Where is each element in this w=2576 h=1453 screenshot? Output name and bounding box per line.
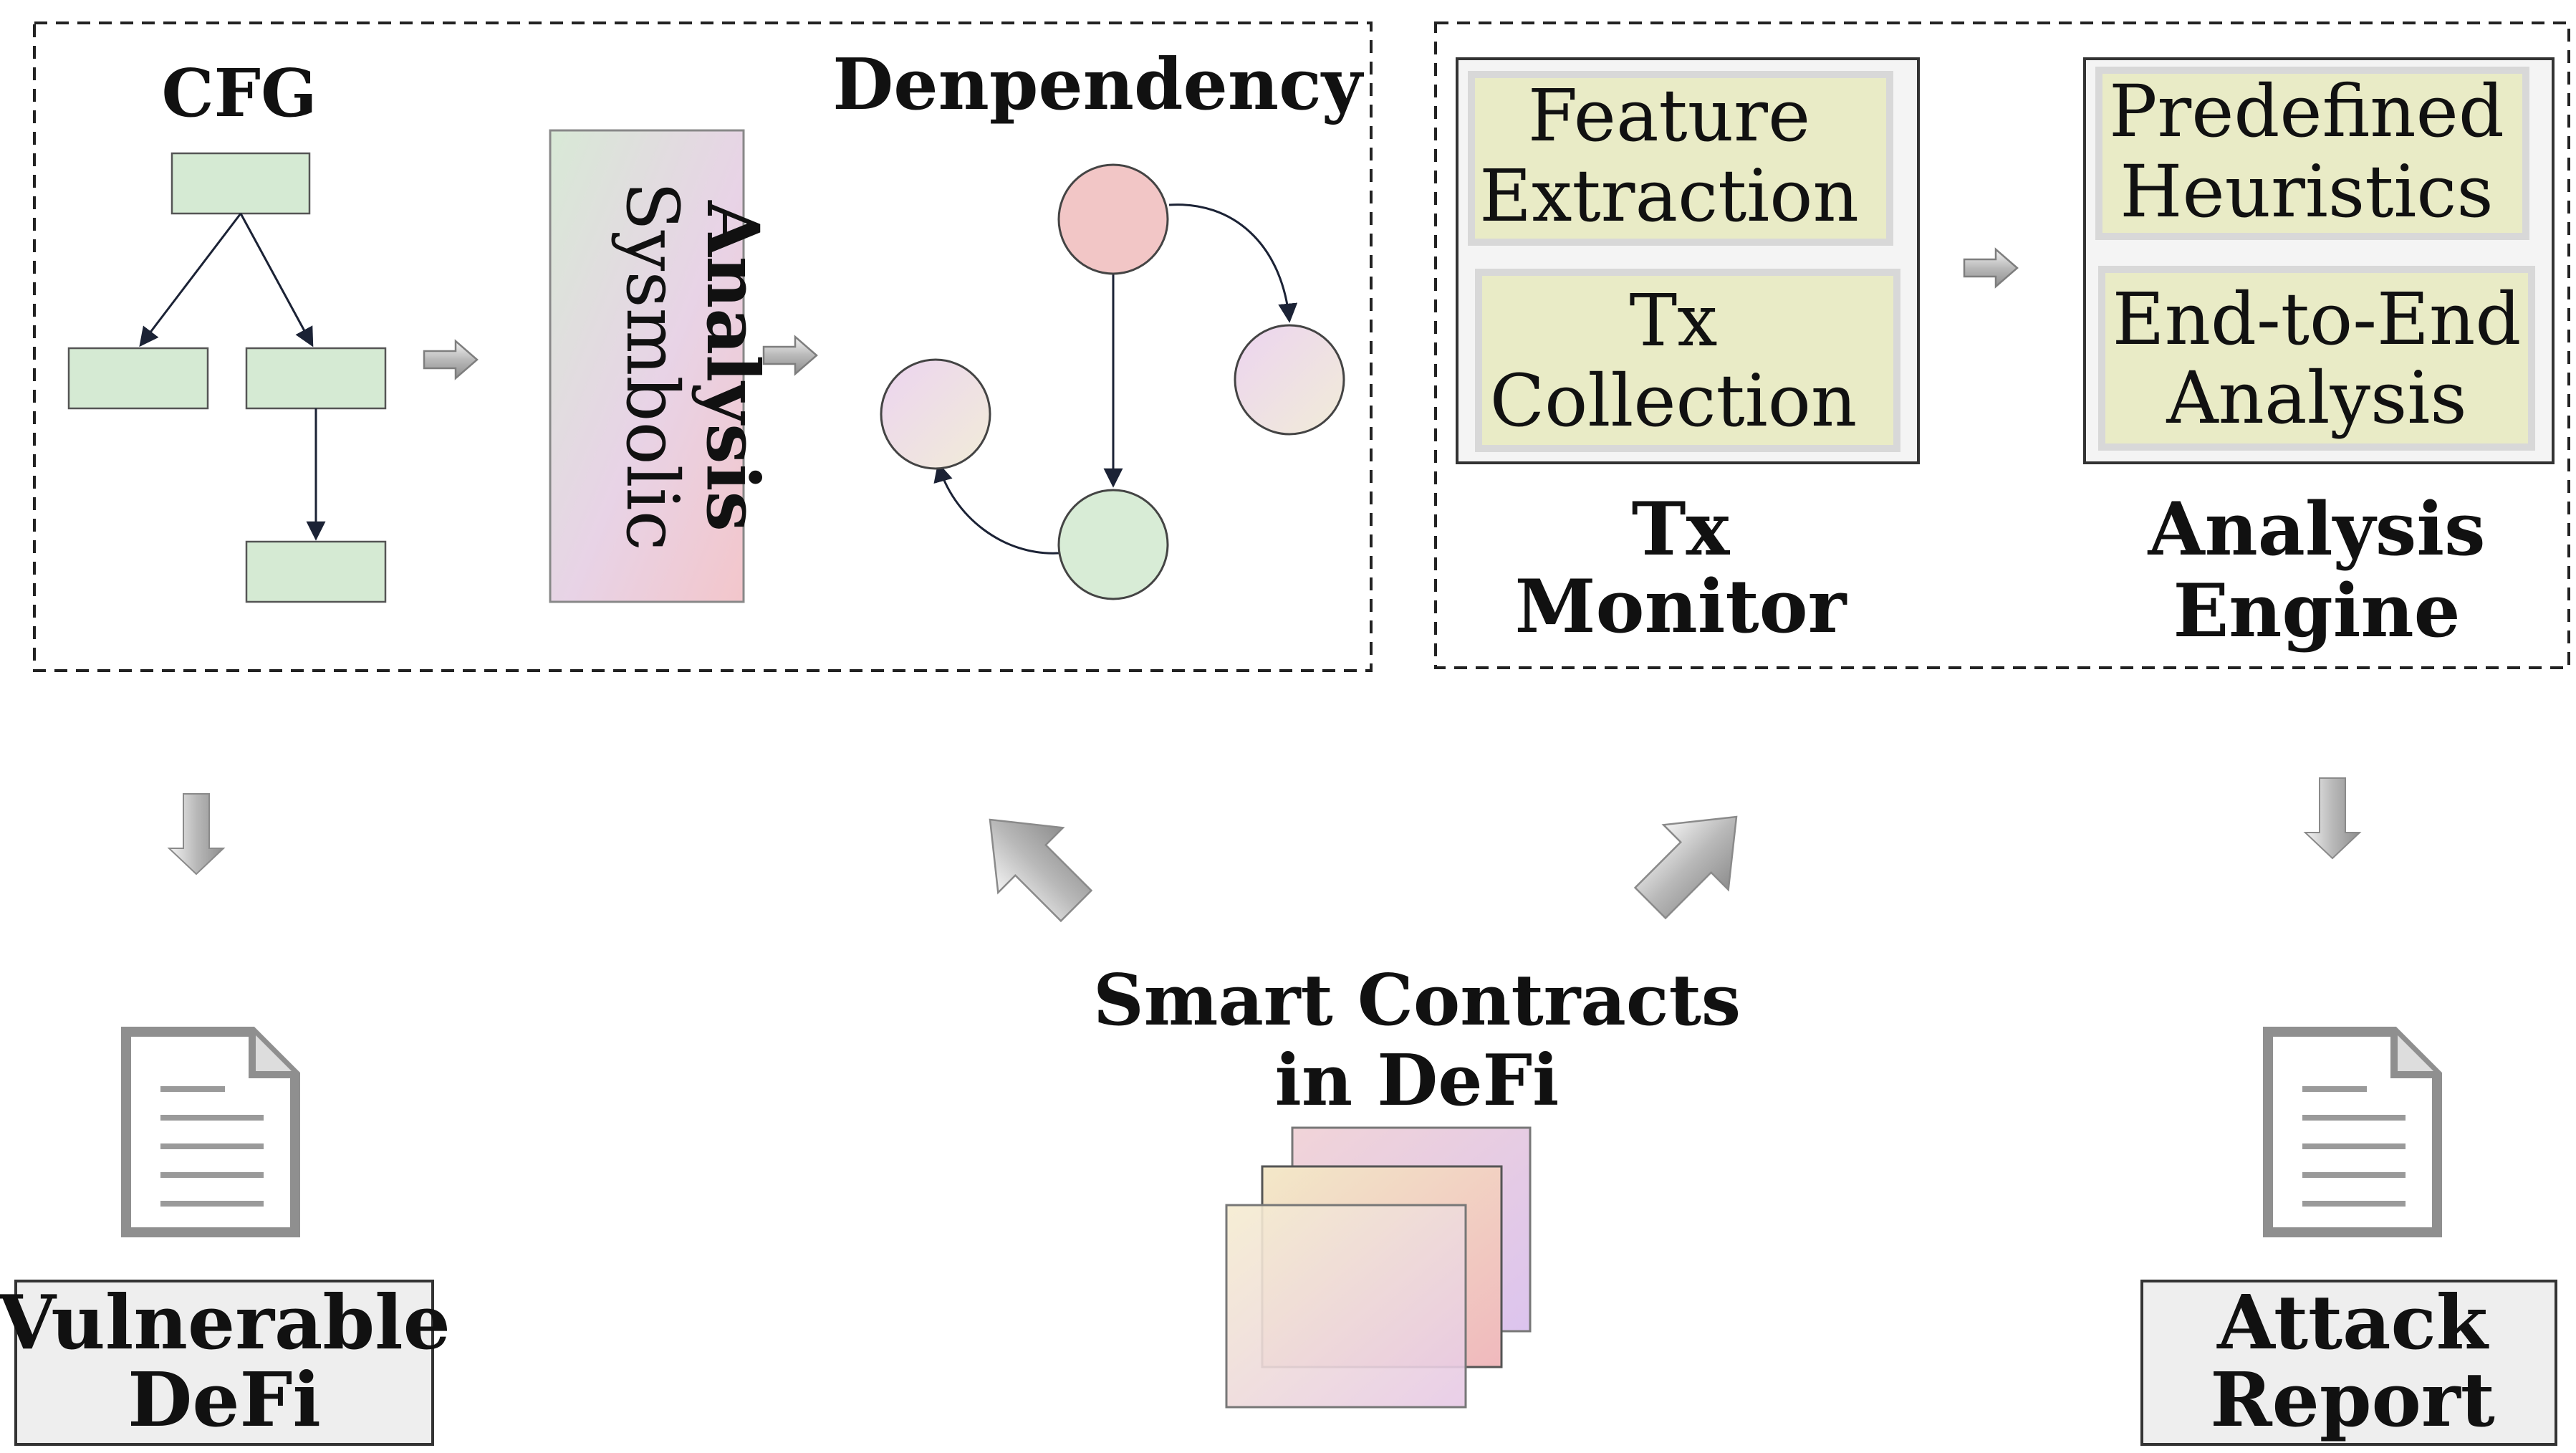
document-icon-left xyxy=(126,1032,295,1232)
tx-collection-line-1: Tx xyxy=(1629,279,1717,363)
cfg-node-root xyxy=(170,152,311,215)
contract-card-front xyxy=(1225,1204,1467,1409)
arrow-monitor-to-engine xyxy=(1963,248,2019,288)
symbolic-line-1: Analysis xyxy=(691,200,775,532)
attack-report-line-2: Report xyxy=(2210,1356,2495,1444)
attack-report-line-1: Attack xyxy=(2216,1278,2489,1366)
arrow-cfg-to-symbolic xyxy=(423,340,479,380)
predefined-heuristics-line-1: Predefined xyxy=(2109,69,2504,153)
cfg-edge-root-right xyxy=(239,213,314,347)
feature-extraction-line-2: Extraction xyxy=(1479,154,1859,238)
dep-edge-top-right xyxy=(1168,203,1298,323)
smart-contracts-stack xyxy=(1225,1126,1532,1409)
dep-node-lilac-left xyxy=(880,358,991,470)
arrow-down-left xyxy=(168,793,224,875)
feature-extraction-line-1: Feature xyxy=(1528,74,1810,158)
cfg-title: CFG xyxy=(161,54,317,132)
arrow-up-right-to-dynamic xyxy=(1617,783,1770,936)
dependency-graph xyxy=(880,163,1345,600)
cfg-node-left xyxy=(67,347,209,410)
smart-contracts-title-2: in DeFi xyxy=(1275,1040,1559,1122)
vulnerable-defi-box xyxy=(14,1280,434,1446)
attack-report-box xyxy=(2140,1280,2557,1446)
dependency-title: Denpendency xyxy=(832,44,1365,126)
dep-node-green xyxy=(1057,489,1169,600)
vulnerable-defi-line-1: Vulnerable xyxy=(0,1278,451,1366)
tx-collection-line-2: Collection xyxy=(1490,359,1857,443)
document-icon-right xyxy=(2268,1032,2437,1232)
cfg-graph xyxy=(67,152,387,603)
tx-collection-item xyxy=(1475,269,1900,452)
end-to-end-line-2: Analysis xyxy=(2166,356,2466,440)
analysis-engine-title-2: Engine xyxy=(2173,568,2460,654)
tx-monitor-title-1: Tx xyxy=(1632,486,1731,572)
vulnerable-defi-line-2: DeFi xyxy=(128,1356,321,1444)
tx-monitor-title-2: Monitor xyxy=(1515,564,1847,650)
dynamic-analysis-panel xyxy=(1434,21,2570,669)
dep-node-red xyxy=(1057,163,1169,275)
end-to-end-line-1: End-to-End xyxy=(2113,277,2522,361)
predefined-heuristics-item xyxy=(2095,67,2529,240)
end-to-end-item xyxy=(2098,266,2535,451)
cfg-node-bottom xyxy=(245,540,387,603)
arrow-down-right xyxy=(2305,777,2360,859)
cfg-node-right xyxy=(245,347,387,410)
static-analysis-panel xyxy=(33,21,1373,672)
predefined-heuristics-line-2: Heuristics xyxy=(2120,150,2493,234)
cfg-edge-root-left xyxy=(139,213,242,347)
symbolic-analysis-box xyxy=(549,129,745,603)
dep-node-lilac-right xyxy=(1234,324,1345,436)
feature-extraction-item xyxy=(1468,71,1893,246)
analysis-engine-title-1: Analysis xyxy=(2147,486,2485,572)
symbolic-line-2: Sysmbolic xyxy=(610,181,694,550)
dep-edge-bottom-left xyxy=(933,462,1059,555)
smart-contracts-title-1: Smart Contracts xyxy=(1093,959,1741,1042)
arrow-up-left-to-static xyxy=(956,786,1110,939)
